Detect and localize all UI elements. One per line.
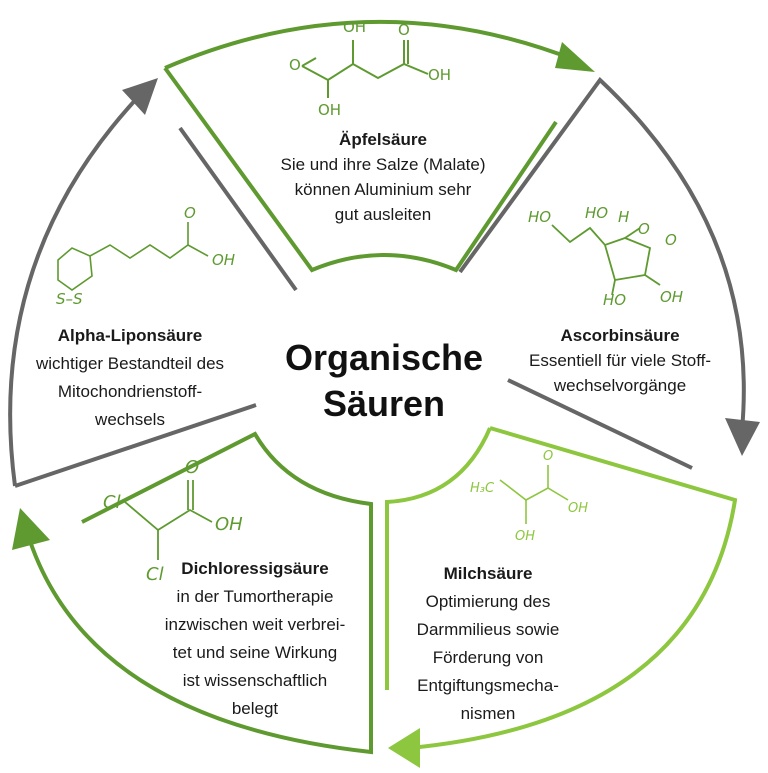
segment-dichloressigsaeure: Dichloressigsäure in der Tumortherapie i… (165, 555, 345, 723)
svg-text:OH: OH (660, 288, 683, 306)
center-title: Organische Säuren (285, 335, 483, 427)
dichloroacetic-acid-structure-icon (124, 480, 213, 560)
segment-outline-alpha-liponsaeure (8, 93, 298, 488)
ascorbic-acid-structure-icon (551, 224, 661, 296)
center-title-line1: Organische (284, 337, 484, 378)
segment-text: Entgiftungsmecha- (417, 676, 559, 695)
segment-text: Essentiell für viele Stoff- (528, 351, 712, 370)
svg-text:O: O (398, 21, 410, 39)
svg-text:HO: HO (528, 208, 551, 226)
segment-text: Optimierung des (425, 592, 551, 611)
segment-text: in der Tumortherapie (176, 587, 334, 606)
svg-text:OH: OH (515, 529, 535, 544)
segment-text: Mitochondrienstoff- (57, 382, 203, 401)
segment-text: wichtiger Bestandteil des (35, 354, 225, 373)
lipoic-acid-structure-icon (57, 222, 209, 291)
segment-text: wechsels (95, 410, 165, 429)
segment-outline-aepfelsaeure (163, 19, 576, 273)
segment-text: gut ausleiten (334, 205, 432, 224)
segment-outline-dichloressigsaeure (23, 431, 373, 755)
segment-text: können Aluminium sehr (294, 180, 472, 199)
arrow-head-left (12, 508, 50, 550)
segment-text: Sie und ihre Salze (Malate) (280, 155, 486, 174)
svg-text:OH: OH (428, 66, 451, 84)
svg-text:Cl: Cl (103, 492, 121, 513)
segment-outline-ascorbinsaeure (458, 76, 746, 470)
svg-text:S–S: S–S (56, 290, 83, 308)
svg-text:HO: HO (603, 291, 626, 309)
segment-text: wechselvorgänge (553, 376, 687, 395)
malic-acid-labels: OH O O OH OH (289, 18, 451, 119)
segment-aepfelsaeure: Äpfelsäure Sie und ihre Salze (Malate) k… (280, 127, 485, 227)
svg-text:O: O (638, 220, 650, 238)
segment-title: Dichloressigsäure (181, 559, 329, 578)
segment-alpha-liponsaeure: Alpha-Liponsäure wichtiger Bestandteil d… (36, 322, 224, 434)
segment-text: Darmmilieus sowie (416, 620, 560, 639)
svg-text:O: O (665, 231, 677, 249)
arrow-head-upper-left (122, 78, 158, 115)
svg-text:H: H (618, 208, 629, 226)
segment-text: Förderung von (432, 648, 544, 667)
malic-acid-structure-icon (301, 40, 429, 98)
arrow-head-right (725, 418, 760, 456)
svg-text:OH: OH (212, 251, 235, 269)
segment-text: belegt (231, 699, 279, 718)
segment-title: Ascorbinsäure (560, 326, 680, 345)
segment-outline-milchsaeure (385, 426, 738, 750)
segment-ascorbinsaeure: Ascorbinsäure Essentiell für viele Stoff… (529, 323, 711, 398)
segment-milchsaeure: Milchsäure Optimierung des Darmmilieus s… (417, 560, 560, 728)
center-title-line2: Säuren (322, 383, 446, 424)
lipoic-acid-labels: O OH S–S (56, 204, 235, 308)
svg-text:OH: OH (343, 18, 366, 36)
segment-title: Äpfelsäure (339, 130, 427, 149)
segment-text: tet und seine Wirkung (172, 643, 338, 662)
svg-text:OH: OH (215, 514, 243, 535)
svg-text:O: O (543, 449, 553, 464)
lactic-acid-structure-icon (499, 465, 569, 524)
svg-text:OH: OH (318, 101, 341, 119)
svg-text:HO: HO (585, 204, 608, 222)
segment-text: nismen (460, 704, 516, 723)
svg-text:H₃C: H₃C (470, 481, 495, 496)
arrow-head-bottom (388, 728, 420, 768)
svg-text:Cl: Cl (146, 564, 164, 585)
svg-text:O: O (184, 204, 196, 222)
svg-text:O: O (289, 56, 301, 74)
segment-text: ist wissenschaftlich (182, 671, 328, 690)
svg-text:OH: OH (568, 501, 588, 516)
svg-text:O: O (185, 457, 199, 478)
segment-title: Milchsäure (443, 564, 533, 583)
segment-title: Alpha-Liponsäure (57, 326, 203, 345)
segment-text: inzwischen weit verbrei- (164, 615, 346, 634)
lactic-acid-labels: H₃C O OH OH (470, 449, 588, 544)
arrow-head-top (555, 42, 595, 72)
